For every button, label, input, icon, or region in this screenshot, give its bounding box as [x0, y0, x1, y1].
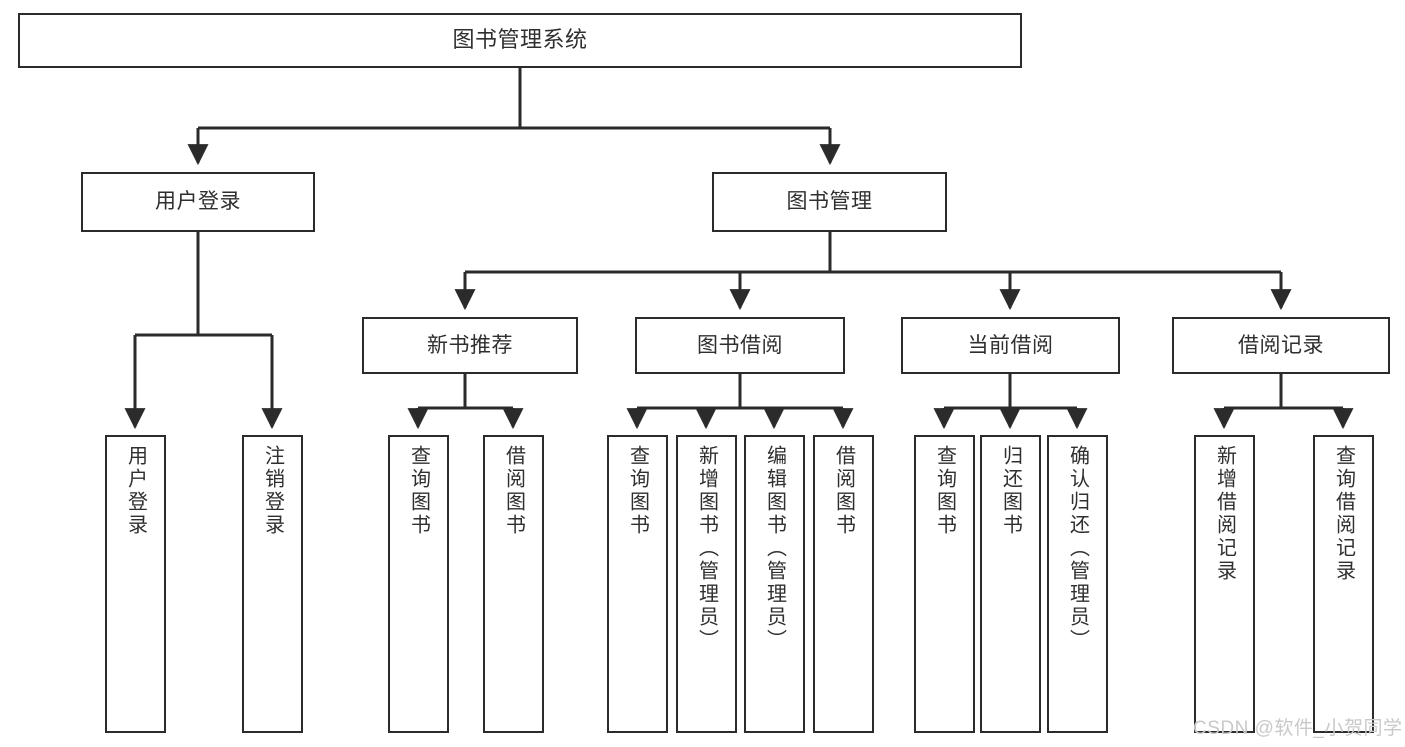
node-label: 新增借阅记录: [1213, 445, 1236, 583]
node-label: 查询借阅记录: [1332, 445, 1355, 583]
leaf-borrow-borrow-book[interactable]: 借阅图书: [813, 435, 874, 733]
node-root-book-management-system[interactable]: 图书管理系统: [18, 13, 1022, 68]
node-borrow-record[interactable]: 借阅记录: [1172, 317, 1390, 374]
node-label: 编辑图书（管理员）: [763, 445, 786, 652]
node-label: 图书管理: [786, 190, 873, 214]
node-current-borrow[interactable]: 当前借阅: [901, 317, 1120, 374]
leaf-new-book-query[interactable]: 查询图书: [388, 435, 449, 733]
node-label: 借阅图书: [832, 445, 855, 537]
leaf-user-login-login[interactable]: 用户登录: [105, 435, 166, 733]
node-label: 注销登录: [261, 445, 284, 537]
node-label: 借阅记录: [1238, 333, 1324, 357]
node-label: 当前借阅: [967, 333, 1054, 357]
node-label: 用户登录: [124, 445, 147, 537]
node-label: 图书管理系统: [452, 27, 588, 53]
node-book-borrow[interactable]: 图书借阅: [635, 317, 845, 374]
leaf-new-book-borrow[interactable]: 借阅图书: [483, 435, 544, 733]
node-book-management[interactable]: 图书管理: [712, 172, 947, 232]
node-label: 确认归还（管理员）: [1066, 445, 1089, 652]
node-user-login[interactable]: 用户登录: [81, 172, 315, 232]
leaf-record-add-borrow-record[interactable]: 新增借阅记录: [1194, 435, 1255, 733]
node-label: 查询图书: [626, 445, 649, 537]
node-label: 新增图书（管理员）: [695, 445, 718, 652]
node-label: 用户登录: [155, 190, 241, 214]
leaf-user-login-logout[interactable]: 注销登录: [242, 435, 303, 733]
leaf-current-return-book[interactable]: 归还图书: [980, 435, 1041, 733]
leaf-record-query-borrow-record[interactable]: 查询借阅记录: [1313, 435, 1374, 733]
node-label: 借阅图书: [502, 445, 525, 537]
leaf-current-query-book[interactable]: 查询图书: [914, 435, 975, 733]
leaf-borrow-edit-book-admin[interactable]: 编辑图书（管理员）: [744, 435, 805, 733]
node-label: 查询图书: [407, 445, 430, 537]
node-label: 查询图书: [933, 445, 956, 537]
leaf-borrow-add-book-admin[interactable]: 新增图书（管理员）: [676, 435, 737, 733]
watermark-text: CSDN @软件_小贺同学: [1193, 718, 1403, 739]
leaf-borrow-query-book[interactable]: 查询图书: [607, 435, 668, 733]
node-label: 归还图书: [999, 445, 1022, 537]
node-new-book-recommend[interactable]: 新书推荐: [362, 317, 578, 374]
node-label: 图书借阅: [697, 333, 783, 357]
node-label: 新书推荐: [427, 333, 513, 357]
leaf-current-confirm-return-admin[interactable]: 确认归还（管理员）: [1047, 435, 1108, 733]
